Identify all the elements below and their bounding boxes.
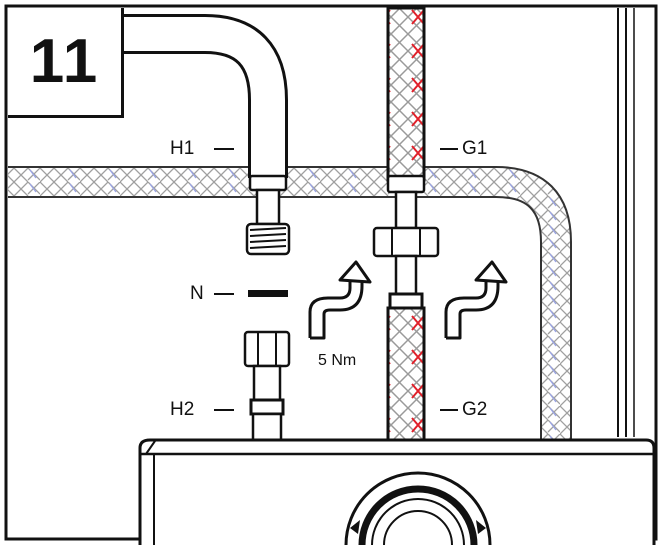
label-n: N [190, 283, 204, 304]
wall-edge [617, 8, 635, 437]
hose-g1 [386, 6, 426, 182]
fitting-h1 [245, 174, 291, 256]
rotate-arrow-icon [308, 260, 372, 340]
label-h2: H2 [170, 399, 195, 420]
label-g2: G2 [462, 399, 488, 420]
wall-hose [8, 166, 572, 440]
hose-g2 [386, 306, 426, 442]
tightening-direction-icon [344, 471, 492, 545]
fitting-h2 [243, 330, 291, 442]
label-torque: 5 Nm [318, 352, 357, 369]
step-number: 11 [29, 26, 100, 96]
step-number-box: 11 [8, 8, 124, 118]
seal-n [248, 290, 288, 297]
rotate-arrow-icon [444, 260, 508, 340]
label-h1: H1 [170, 138, 195, 159]
leader-lines [214, 148, 458, 411]
hose-h1 [124, 13, 288, 178]
fitting-g1 [372, 174, 440, 310]
label-g1: G1 [462, 138, 488, 159]
